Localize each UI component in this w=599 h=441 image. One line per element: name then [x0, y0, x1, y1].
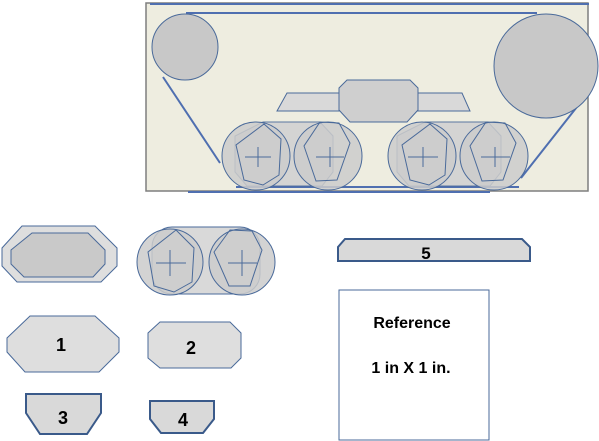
wheel-hub [147, 229, 195, 293]
axle-cross [481, 147, 510, 167]
part-3-label: 3 [58, 408, 68, 428]
track-left-diagonal [162, 76, 221, 164]
axle-cross [156, 250, 186, 276]
reference-title: Reference [373, 315, 450, 332]
part-1-shape [6, 315, 120, 373]
wheel-hub [401, 123, 448, 186]
part-1-label: 1 [56, 335, 66, 355]
part-1: 1 [6, 315, 120, 373]
part-2: 2 [147, 321, 242, 369]
road-wheel [293, 121, 363, 191]
part-5-shape [337, 238, 531, 262]
part-2-label: 2 [186, 338, 196, 358]
part-2-shape [147, 321, 242, 369]
part-3: 3 [25, 393, 102, 435]
reference-box: Reference 1 in X 1 in. [338, 289, 490, 441]
part-4-shape [149, 400, 215, 434]
drive-sprocket [493, 13, 599, 119]
road-wheel [387, 121, 457, 191]
part-4-label: 4 [178, 410, 188, 430]
wheel-housing-part [1, 225, 118, 283]
assembled-track-diagram [145, 2, 599, 193]
axle-cross [408, 147, 438, 167]
wheel-hub [213, 229, 263, 287]
bogie-pair-right [387, 121, 529, 191]
part-3-shape [25, 393, 102, 435]
wheel-hub [235, 123, 282, 186]
housing-inner [10, 232, 106, 278]
part-5-label: 5 [421, 244, 430, 263]
bogie-pair-part [136, 226, 276, 296]
bogie-pair-left [221, 121, 363, 191]
road-wheel [459, 121, 529, 191]
wheel-hub [303, 121, 351, 182]
reference-square [338, 289, 490, 441]
reference-size: 1 in X 1 in. [371, 360, 450, 377]
idler-wheel [151, 13, 219, 81]
track-right-diagonal [520, 102, 581, 179]
axle-cross [245, 147, 271, 167]
wheel-hub [469, 121, 517, 182]
axle-cross [316, 147, 344, 167]
part-4: 4 [149, 400, 215, 434]
axle-cross [228, 250, 257, 276]
part-5: 5 [337, 238, 531, 263]
road-wheel [221, 121, 291, 191]
rail-center-piece-2 [338, 79, 419, 123]
